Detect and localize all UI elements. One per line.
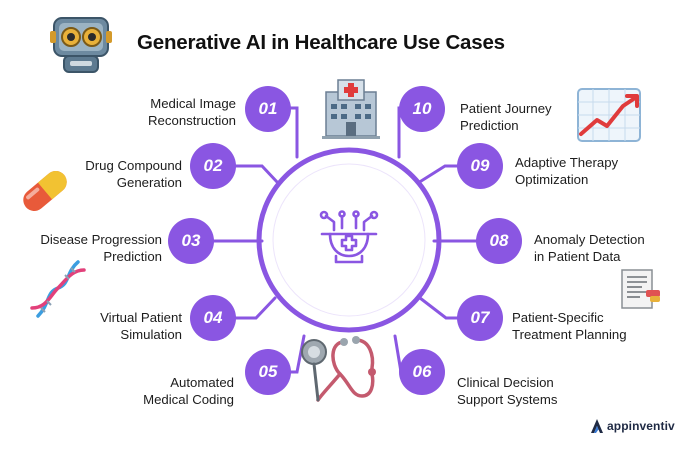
connector-02 [233, 164, 280, 185]
label-07: Patient-Specific Treatment Planning [512, 310, 627, 342]
stethoscope-icon [301, 336, 376, 402]
badge-01: 01 [245, 86, 291, 132]
label-04: Virtual Patient Simulation [100, 310, 182, 342]
appinventiv-logo-icon [591, 419, 603, 433]
outer-ring [256, 147, 442, 333]
brand-name: appinventiv [607, 419, 675, 433]
badge-10: 10 [399, 86, 445, 132]
badge-03: 03 [168, 218, 214, 264]
capsule-icon [23, 171, 67, 211]
label-09: Adaptive Therapy Optimization [515, 155, 619, 187]
hospital-icon [322, 79, 380, 139]
badge-06: 06 [399, 349, 445, 395]
inner-circle [272, 163, 426, 317]
label-02: Drug Compound Generation [85, 158, 182, 190]
label-03: Disease Progression Prediction [40, 232, 162, 264]
badge-09: 09 [457, 143, 503, 189]
dna-icon [30, 260, 86, 318]
badge-07: 07 [457, 295, 503, 341]
ai-health-chip-icon [319, 210, 379, 264]
label-01: Medical Image Reconstruction [148, 96, 236, 128]
growth-chart-icon [577, 88, 641, 142]
page-title: Generative AI in Healthcare Use Cases [137, 31, 505, 54]
badge-05: 05 [245, 349, 291, 395]
badge-02: 02 [190, 143, 236, 189]
brand-logo: appinventiv [590, 418, 675, 434]
label-10: Patient Journey Prediction [460, 101, 552, 133]
label-06: Clinical Decision Support Systems [457, 375, 558, 407]
label-08: Anomaly Detection in Patient Data [534, 232, 645, 264]
medical-report-icon [621, 269, 660, 309]
label-05: Automated Medical Coding [143, 375, 234, 407]
robot-icon [50, 17, 112, 73]
badge-08: 08 [476, 218, 522, 264]
connector-04 [232, 296, 277, 320]
badge-04: 04 [190, 295, 236, 341]
